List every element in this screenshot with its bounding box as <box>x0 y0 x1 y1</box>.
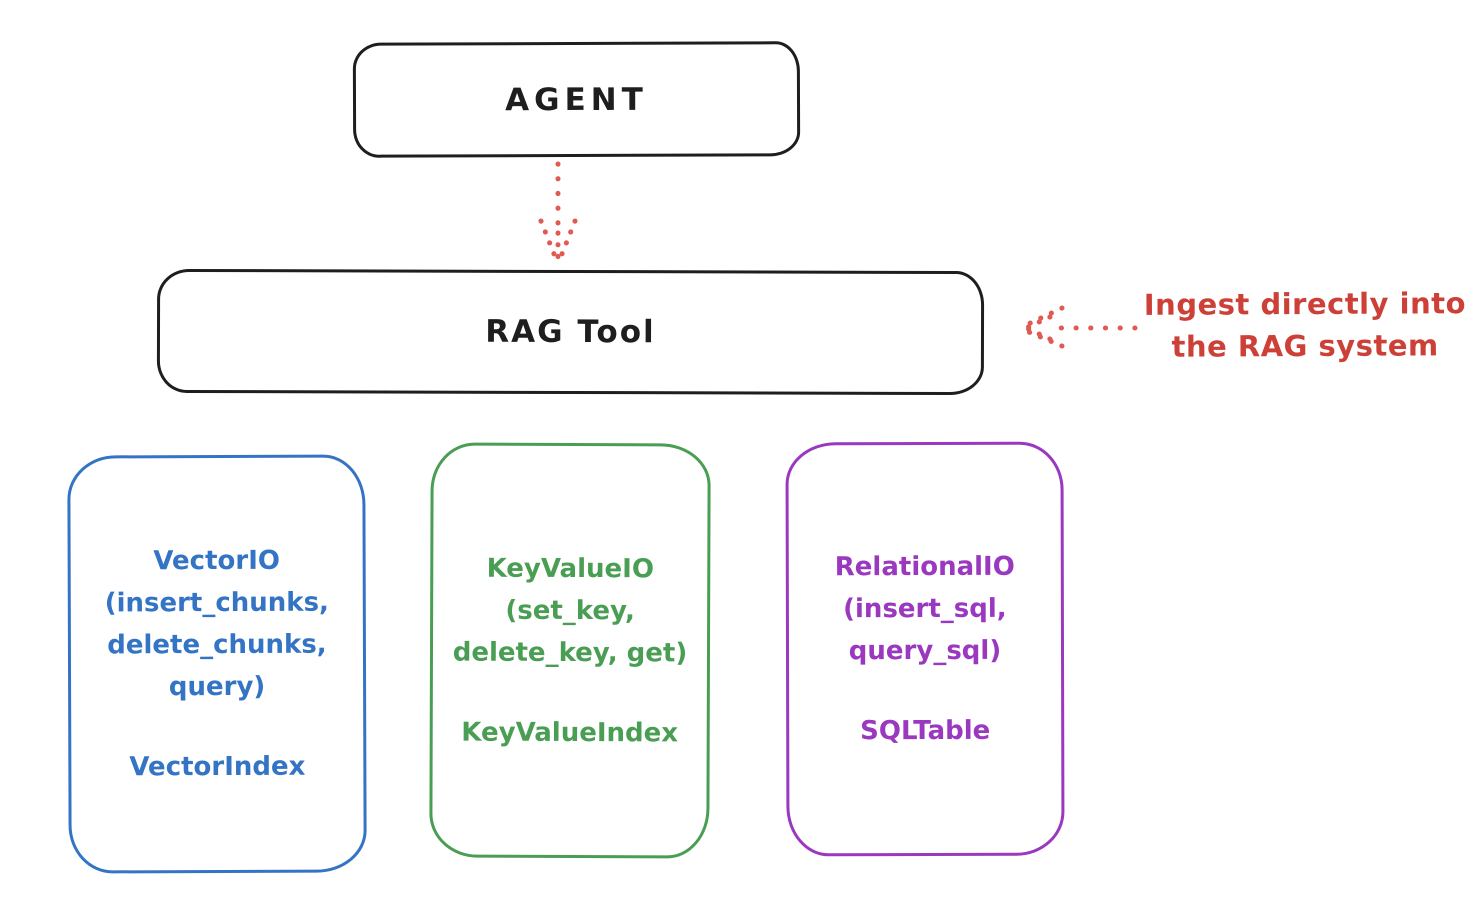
store-line: query) <box>168 671 266 703</box>
store-line: RelationalIO <box>834 551 1015 583</box>
store-line: delete_chunks, <box>107 629 327 661</box>
agent-node[interactable]: AGENT <box>352 41 801 158</box>
ingest-annotation-arrow-icon <box>1021 305 1138 349</box>
store-line: (insert_sql, <box>843 593 1007 625</box>
arrow-head <box>557 218 578 262</box>
store-line: (insert_chunks, <box>104 587 329 619</box>
store-line: KeyValueIO <box>486 553 655 584</box>
arrow-head <box>1023 325 1053 342</box>
vector-index-label: VectorIndex <box>129 751 306 783</box>
agent-to-rag-arrow-icon <box>538 161 578 263</box>
arrow-head <box>1021 305 1065 329</box>
sql-table-label: SQLTable <box>860 715 991 747</box>
store-line: query_sql) <box>848 635 1002 667</box>
store-line: (set_key, <box>505 595 635 626</box>
store-line: VectorIO <box>153 545 281 577</box>
vector-io-signature: VectorIO (insert_chunks, delete_chunks, … <box>104 540 329 709</box>
arrow-head <box>1021 327 1065 349</box>
store-line: delete_key, get) <box>452 637 688 668</box>
relational-io-node[interactable]: RelationalIO (insert_sql, query_sql) SQL… <box>785 441 1065 857</box>
keyvalue-io-node[interactable]: KeyValueIO (set_key, delete_key, get) Ke… <box>429 442 711 859</box>
arrow-head <box>1023 314 1053 331</box>
annotation-line-1: Ingest directly into <box>1143 286 1467 322</box>
keyvalue-io-signature: KeyValueIO (set_key, delete_key, get) <box>453 547 688 674</box>
rag-tool-label: RAG Tool <box>485 313 656 351</box>
vector-io-node[interactable]: VectorIO (insert_chunks, delete_chunks, … <box>67 454 367 874</box>
keyvalue-index-label: KeyValueIndex <box>461 717 679 748</box>
agent-label: AGENT <box>505 81 648 118</box>
rag-tool-node[interactable]: RAG Tool <box>156 268 985 396</box>
relational-io-signature: RelationalIO (insert_sql, query_sql) <box>835 546 1015 672</box>
arrow-head <box>538 218 559 262</box>
annotation-line-2: the RAG system <box>1171 328 1439 364</box>
ingest-annotation-text: Ingest directly into the RAG system <box>1135 282 1475 368</box>
